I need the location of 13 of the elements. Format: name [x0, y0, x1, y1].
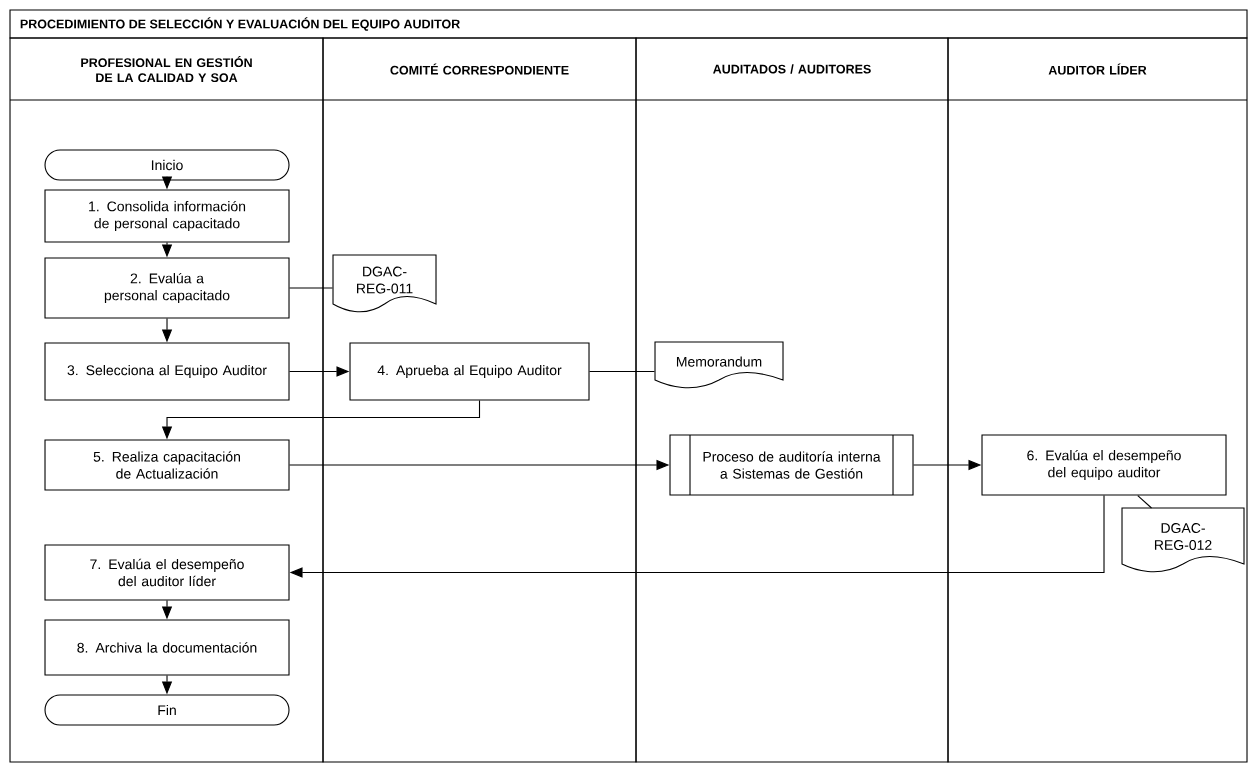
process-box: 7. Evalúa el desempeño del auditor líder [44, 544, 290, 601]
connector-line [589, 370, 655, 373]
connector-line [1137, 495, 1153, 509]
process-box: 5. Realiza capacitación de Actualización [44, 439, 290, 491]
title-bar: PROCEDIMIENTO DE SELECCIÓN Y EVALUACIÓN DEL EQUIPO AUDITOR [9, 9, 1248, 39]
process-box: 8. Archiva la documentación [44, 619, 290, 676]
process-box: 4. Aprueba al Equipo Auditor [349, 342, 590, 401]
process-box: 3. Selecciona al Equipo Auditor [44, 342, 290, 401]
connector-line [289, 287, 333, 289]
process-box: 6. Evalúa el desempeño del equipo auditor [981, 434, 1227, 496]
process-box: 1. Consolida información de personal capacitado [44, 189, 290, 243]
process-box: 2. Evalúa a personal capacitado [44, 257, 290, 319]
subprocess-box: Proceso de auditoría interna a Sistemas de Gestión [669, 434, 914, 496]
